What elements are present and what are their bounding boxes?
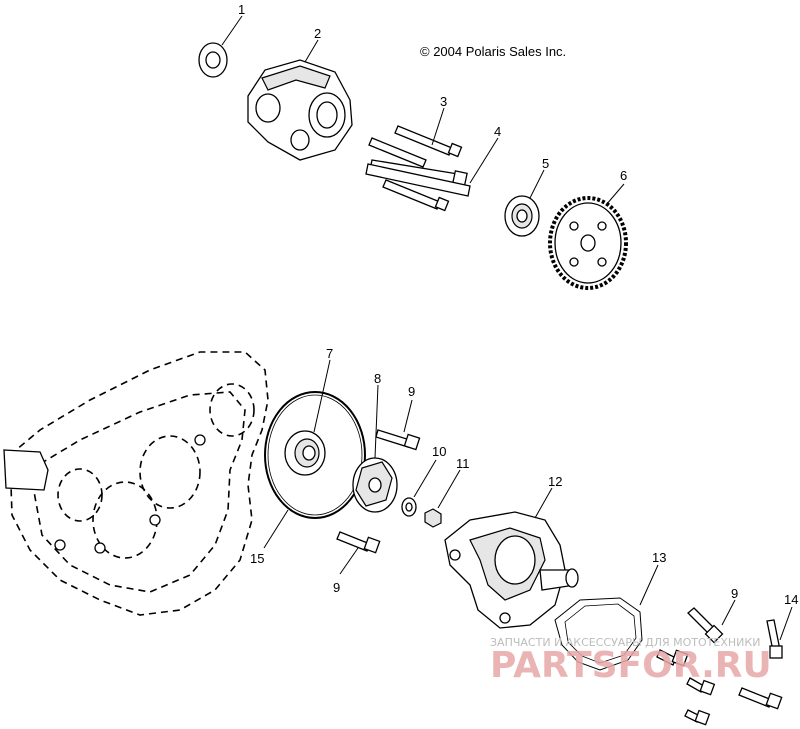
part-1-rotor	[198, 15, 243, 78]
callout-5: 5	[542, 156, 549, 171]
part-8-impeller	[352, 384, 398, 513]
part-9-bolt-lower	[336, 531, 381, 575]
part-7-seal	[284, 359, 331, 476]
callout-14: 14	[784, 592, 798, 607]
part-6-gear	[548, 183, 628, 290]
part-5-bearing	[504, 169, 545, 237]
callout-8: 8	[374, 371, 381, 386]
part-9-bolt-upper	[375, 399, 421, 451]
part-14-bolt	[766, 606, 793, 659]
callout-6: 6	[620, 168, 627, 183]
callout-9-right: 9	[731, 586, 738, 601]
part-9-bolts-right	[656, 599, 783, 726]
crankcase	[3, 351, 269, 616]
callout-4: 4	[494, 124, 501, 139]
callout-1: 1	[238, 2, 245, 17]
callout-10: 10	[432, 444, 446, 459]
part-10-washer	[401, 459, 437, 517]
part-3-bolts	[368, 107, 468, 212]
part-12-pump-cover	[444, 487, 579, 629]
part-4-shaft	[365, 137, 499, 197]
callout-12: 12	[548, 474, 562, 489]
callout-3: 3	[440, 94, 447, 109]
watermark-logo: PARTSFOR.RU	[490, 645, 772, 686]
part-11-nut	[424, 469, 461, 528]
callout-9-lower: 9	[333, 580, 340, 595]
callout-11: 11	[456, 456, 470, 471]
copyright-text: © 2004 Polaris Sales Inc.	[420, 44, 566, 59]
part-2-pump-housing	[247, 39, 353, 161]
callout-13: 13	[652, 550, 666, 565]
part-13-gasket	[554, 564, 659, 671]
watermark-tagline: ЗАПЧАСТИ И АКСЕССУАРЫ ДЛЯ МОТОТЕХНИКИ	[490, 636, 760, 649]
part-15-o-ring	[263, 391, 366, 549]
callout-9-upper: 9	[408, 384, 415, 399]
callout-7: 7	[326, 346, 333, 361]
callout-2: 2	[314, 26, 321, 41]
callout-15: 15	[250, 551, 264, 566]
